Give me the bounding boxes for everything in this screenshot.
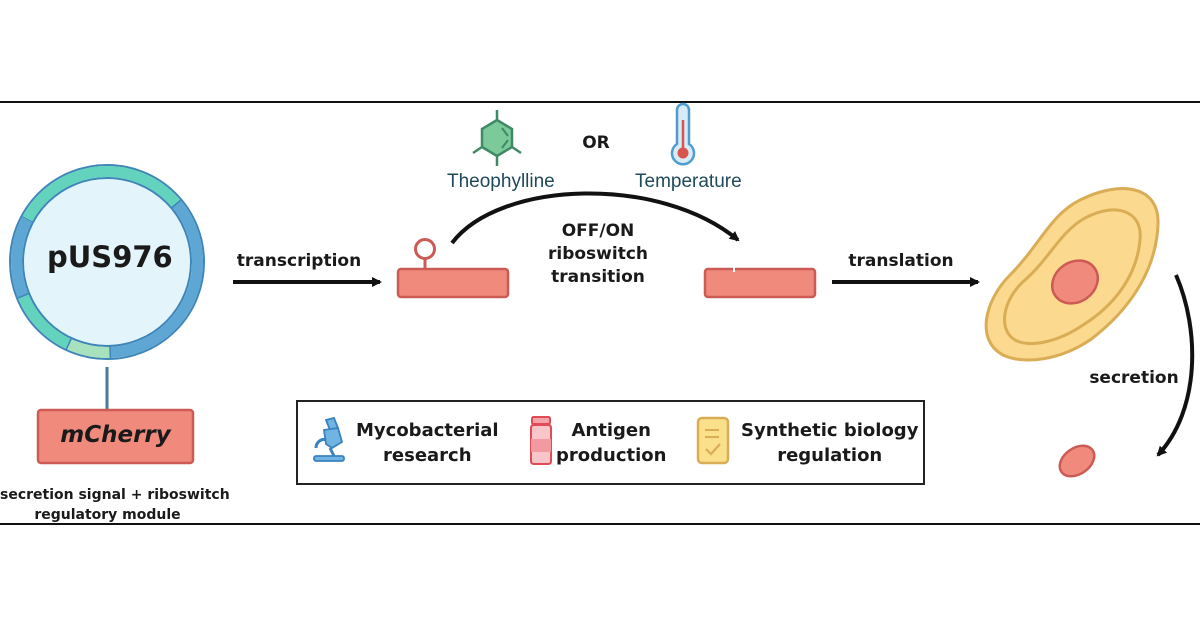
plasmid-segments — [11, 166, 203, 359]
cell-protein — [1050, 259, 1100, 305]
plasmid-inner-ring — [22, 177, 192, 347]
riboswitch-hairpin — [414, 238, 436, 260]
mrna-off-state — [396, 238, 510, 299]
bacterial-cell — [984, 187, 1160, 362]
cell-membrane — [1003, 208, 1142, 345]
translation-label: translation — [848, 251, 954, 271]
mrna-strand-off — [396, 267, 510, 299]
secreted-protein — [1058, 444, 1096, 478]
transition-label-line2: riboswitch — [547, 244, 649, 264]
legend-item-line2: production — [556, 444, 667, 466]
plasmid-segment — [17, 293, 72, 350]
transition-label-line3: transition — [551, 267, 645, 287]
vial-icon — [530, 416, 552, 465]
legend-item-line2: research — [383, 444, 472, 466]
transcription-label: transcription — [236, 251, 362, 271]
legend-item-line1: Antigen — [571, 419, 651, 441]
temperature-label: Temperature — [635, 171, 742, 192]
plasmid-segment — [22, 166, 181, 223]
mcherry-gene-label: mCherry — [60, 422, 171, 448]
module-caption-line2: regulatory module — [34, 507, 181, 523]
legend-item-line1: Mycobacterial — [356, 419, 499, 441]
plasmid-segment — [11, 216, 33, 298]
plasmid-segment — [66, 338, 111, 358]
plasmid-segment-divider — [65, 337, 73, 351]
top-border-line — [0, 101, 1200, 103]
applications-legend: Mycobacterial research Antigen productio… — [296, 400, 925, 485]
mrna-on-state — [703, 266, 817, 299]
plasmid-segment-divider — [16, 292, 30, 300]
legend-item-mycobacterial: Mycobacterial research — [356, 402, 506, 483]
riboswitch-transition-arrow — [450, 191, 740, 245]
theophylline-icon — [472, 110, 522, 166]
legend-item-line1: Synthetic biology — [741, 419, 919, 441]
plasmid-name-label: pUS976 — [47, 240, 173, 274]
plasmid-segment-divider — [170, 199, 182, 209]
transition-label-line1: OFF/ON — [561, 221, 635, 241]
microscope-icon — [313, 416, 345, 462]
secretion-arrow — [1156, 274, 1195, 457]
or-connector-label: OR — [582, 133, 610, 153]
thermometer-icon — [670, 102, 696, 166]
legend-item-antigen: Antigen production — [556, 402, 682, 483]
mrna-strand-on — [703, 267, 817, 299]
module-caption-line1: secretion signal + riboswitch — [0, 487, 230, 503]
theophylline-label: Theophylline — [447, 171, 555, 192]
plasmid — [9, 164, 205, 360]
secretion-label: secretion — [1089, 368, 1179, 388]
legend-item-line2: regulation — [777, 444, 883, 466]
legend-item-synthetic-biology: Synthetic biology regulation — [741, 402, 921, 483]
clipboard-check-icon — [696, 416, 730, 465]
mcherry-gene-box — [36, 408, 195, 465]
plasmid-segment — [109, 200, 203, 358]
bottom-border-line — [0, 523, 1200, 525]
plasmid-backbone-fill — [14, 169, 200, 355]
plasmid-outer-ring — [9, 164, 205, 360]
